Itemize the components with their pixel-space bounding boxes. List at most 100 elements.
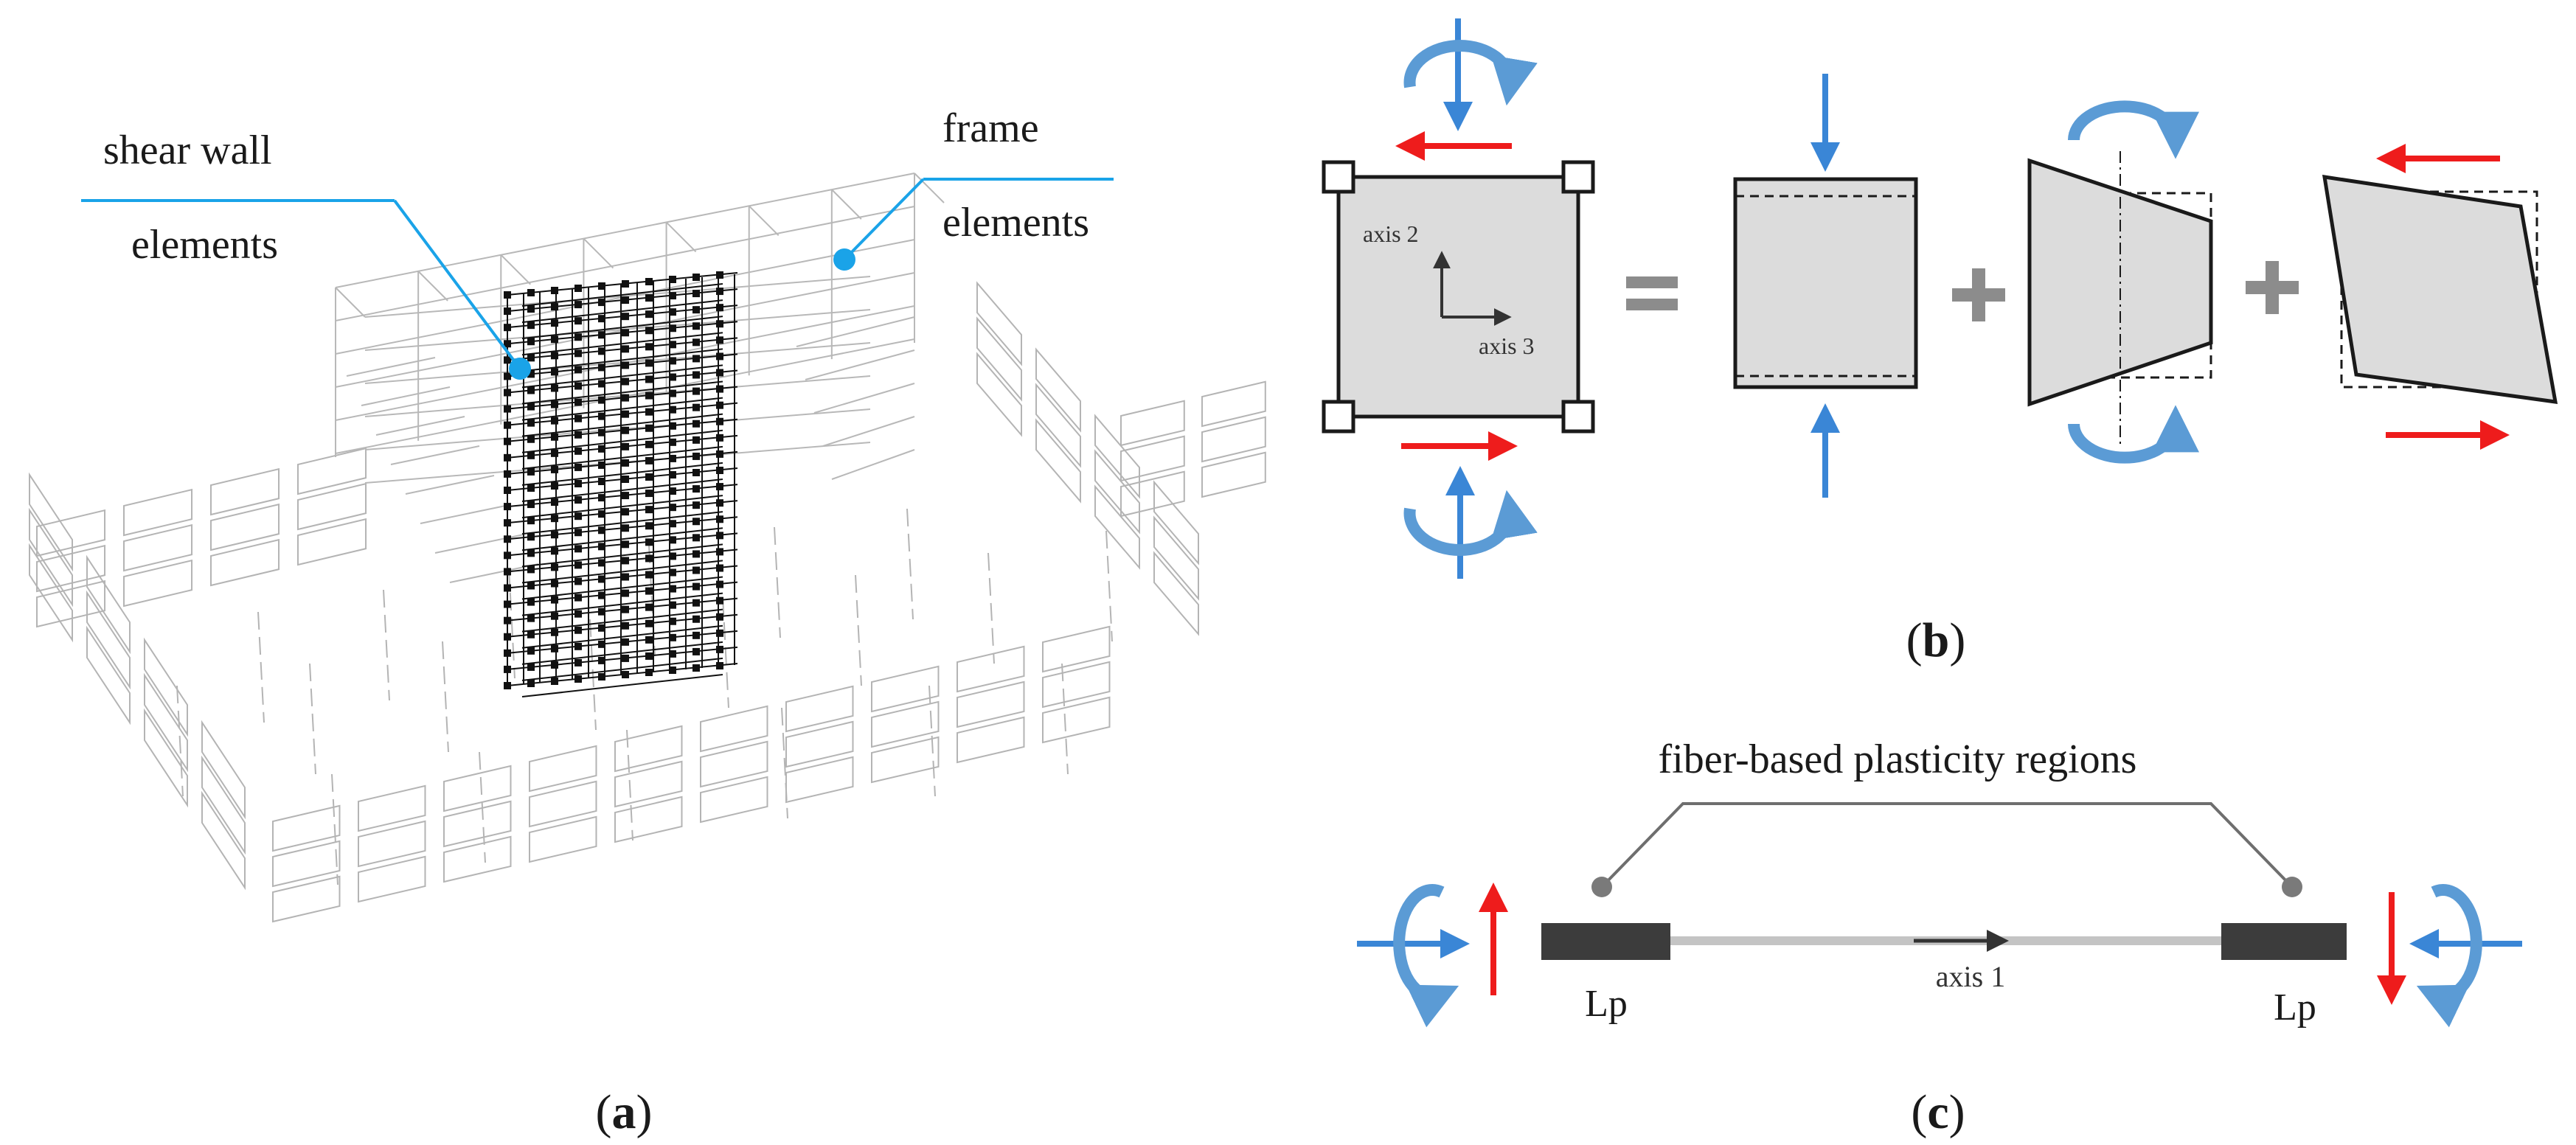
tower-node bbox=[598, 656, 605, 664]
podium-panel bbox=[210, 467, 280, 516]
tower-node bbox=[669, 389, 676, 397]
podium-panel bbox=[1201, 451, 1266, 498]
caption-c: (c) bbox=[1911, 1085, 1965, 1139]
upper-depth bbox=[914, 173, 945, 203]
tower-node bbox=[669, 633, 676, 641]
upper-beam-mid bbox=[364, 408, 871, 450]
upper-left-beam bbox=[405, 475, 495, 495]
podium-panel bbox=[614, 725, 683, 773]
tower-node bbox=[574, 285, 582, 292]
upper-left-beam bbox=[390, 445, 480, 465]
tower-node bbox=[551, 400, 558, 408]
tower-node bbox=[574, 529, 582, 537]
tower-node bbox=[574, 577, 582, 585]
tower-node bbox=[551, 433, 558, 441]
podium-panel bbox=[123, 559, 193, 608]
upper-beam-mid bbox=[364, 375, 871, 417]
tower-node bbox=[645, 571, 653, 579]
podium-column bbox=[626, 729, 633, 841]
tower-node bbox=[574, 561, 582, 569]
tower-node bbox=[527, 582, 535, 590]
axis-1-label: axis 1 bbox=[1936, 960, 2005, 993]
tower-node bbox=[622, 442, 629, 450]
tower-node bbox=[622, 638, 629, 646]
podium-column bbox=[176, 685, 184, 797]
left-wall-panel bbox=[201, 790, 246, 891]
left-wall-panel bbox=[86, 554, 131, 655]
tower-node bbox=[692, 338, 700, 347]
equals-bar-top bbox=[1626, 276, 1678, 288]
tower-node bbox=[716, 450, 723, 458]
tower-node bbox=[527, 663, 535, 671]
bottom-moment-arrow bbox=[1403, 490, 1538, 557]
podium-panel bbox=[957, 645, 1025, 693]
tower-node bbox=[645, 408, 653, 416]
tower-node bbox=[645, 636, 653, 644]
right-wall-panel bbox=[1035, 347, 1081, 433]
tower-node bbox=[622, 313, 629, 321]
podium-panel bbox=[210, 538, 280, 587]
tower-node bbox=[622, 476, 629, 483]
tower-node bbox=[716, 352, 723, 361]
left-wall-panel bbox=[29, 507, 73, 608]
podium-panel bbox=[443, 835, 512, 883]
upper-beam-mid bbox=[364, 309, 871, 351]
tower-node bbox=[598, 608, 605, 616]
upper-right-beam bbox=[813, 383, 915, 414]
tower-node bbox=[527, 614, 535, 622]
podium-column bbox=[257, 611, 265, 723]
tower-node bbox=[527, 451, 535, 459]
podium-panel bbox=[443, 800, 512, 848]
tower-node bbox=[574, 414, 582, 422]
tower-node bbox=[692, 615, 700, 623]
tower-node bbox=[645, 456, 653, 464]
tower-node bbox=[574, 333, 582, 341]
axial-component-block bbox=[1733, 177, 1918, 389]
tower-node bbox=[622, 394, 629, 402]
tower-node bbox=[692, 647, 700, 655]
tower-node bbox=[551, 547, 558, 555]
bending-top-moment-arrow bbox=[2068, 100, 2199, 159]
tower-node bbox=[716, 629, 723, 637]
podium-column bbox=[479, 751, 486, 863]
tower-node bbox=[669, 568, 676, 577]
axis-2-label: axis 2 bbox=[1363, 220, 1419, 247]
upper-left-beam bbox=[375, 416, 465, 436]
podium-panel bbox=[1120, 470, 1185, 518]
left-moment-arrow bbox=[1393, 884, 1459, 1028]
tower-node bbox=[574, 366, 582, 374]
tower-node bbox=[622, 540, 629, 549]
panel-c: fiber-based plasticity regions axis 1 Lp… bbox=[1357, 737, 2522, 1139]
tower-node bbox=[692, 469, 700, 476]
tower-node bbox=[622, 377, 629, 386]
tower-node bbox=[692, 403, 700, 411]
tower-node bbox=[669, 422, 676, 430]
podium-panel bbox=[358, 784, 426, 832]
left-wall-panel bbox=[29, 472, 73, 572]
shear-wall-label-line1: shear wall bbox=[103, 128, 272, 173]
panel-b: axis 2 axis 3 bbox=[1322, 18, 2558, 667]
frame-label-line2: elements bbox=[942, 200, 1089, 246]
tower-node bbox=[598, 428, 605, 436]
tower-node bbox=[622, 345, 629, 353]
tower-node bbox=[669, 308, 676, 316]
tower-node bbox=[622, 296, 629, 304]
tower-node bbox=[716, 548, 723, 556]
tower-node bbox=[692, 566, 700, 574]
podium-panel bbox=[529, 745, 597, 793]
tower-node bbox=[645, 294, 653, 302]
tower-node bbox=[716, 645, 723, 653]
tower-node bbox=[716, 288, 723, 296]
tower-node bbox=[669, 341, 676, 349]
tower-node bbox=[716, 369, 723, 377]
tower-node bbox=[645, 440, 653, 448]
tower-node bbox=[598, 575, 605, 583]
tower-node bbox=[551, 596, 558, 604]
plastic-hinge-right bbox=[2221, 923, 2347, 960]
shear-deformed-shape bbox=[2322, 175, 2558, 404]
tower-node bbox=[692, 534, 700, 542]
caption-a: (a) bbox=[596, 1085, 653, 1139]
shear-wall-callout-dot bbox=[509, 358, 531, 380]
tower-node bbox=[527, 630, 535, 638]
tower-node bbox=[716, 662, 723, 669]
